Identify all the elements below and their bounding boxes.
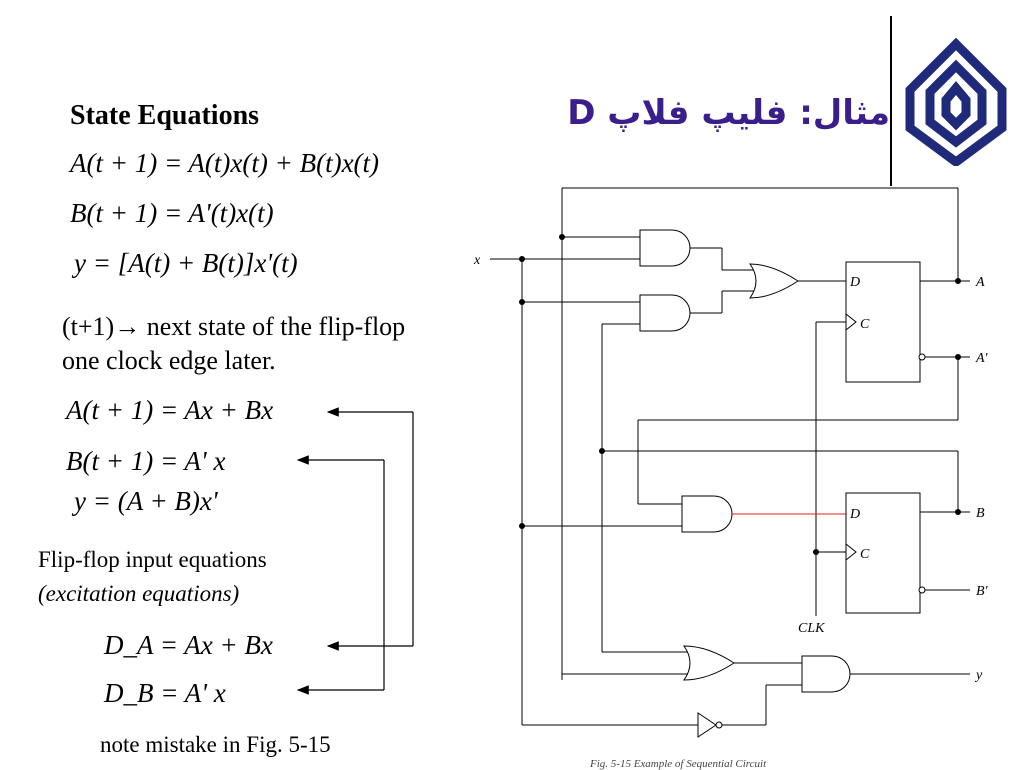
excitation-equations-label: (excitation equations) [38,581,240,606]
state-equations-heading: State Equations [70,100,260,131]
or-gate-da [749,263,799,299]
input-equations-label: Flip-flop input equations [38,547,267,572]
state-equation-b: B(t + 1) = A'(t)x(t) [70,198,274,228]
input-equation-da: D_A = Ax + Bx [104,630,273,660]
slide-title: مثال: فلیپ فلاپ D [567,93,890,133]
output-b-label: B [976,506,985,521]
short-equation-a: A(t + 1) = Ax + Bx [66,395,274,425]
inverter-gate [697,712,717,738]
ff-b-d-label: D [849,507,860,522]
and-gate-1 [639,229,691,267]
ff-a-d-label: D [849,275,860,290]
and-gate-3 [681,495,733,533]
ff-a-c-label: C [860,317,870,332]
output-a-label: A [975,275,985,290]
output-a-prime-label: A' [975,351,989,366]
equation-link-arrows [296,407,414,695]
sequential-circuit-diagram: x D C A A' D C B B' CLK y [473,187,989,738]
or-gate-y [683,645,735,681]
output-y-label: y [974,668,983,683]
clock-label: CLK [798,621,825,636]
figure-caption: Fig. 5-15 Example of Sequential Circuit [590,758,767,770]
title-divider [890,16,892,186]
footnote-mistake: note mistake in Fig. 5-15 [100,732,331,757]
note-clock-edge: one clock edge later. [62,346,276,375]
short-equation-b: B(t + 1) = A' x [66,446,226,476]
output-b-prime-label: B' [976,584,989,599]
and-gate-4 [801,655,851,693]
short-equation-y: y = (A + B)x' [74,486,218,516]
flip-flop-b [845,492,921,614]
ff-b-c-label: C [860,547,870,562]
input-x-label: x [473,253,481,268]
note-next-state: (t+1)→ next state of the flip-flop [62,312,406,341]
input-equation-db: D_B = A' x [104,678,226,708]
state-equation-a: A(t + 1) = A(t)x(t) + B(t)x(t) [70,148,380,178]
university-logo-icon [905,38,1007,166]
state-equation-y: y = [A(t) + B(t)]x'(t) [74,248,298,278]
and-gate-2 [639,294,691,332]
